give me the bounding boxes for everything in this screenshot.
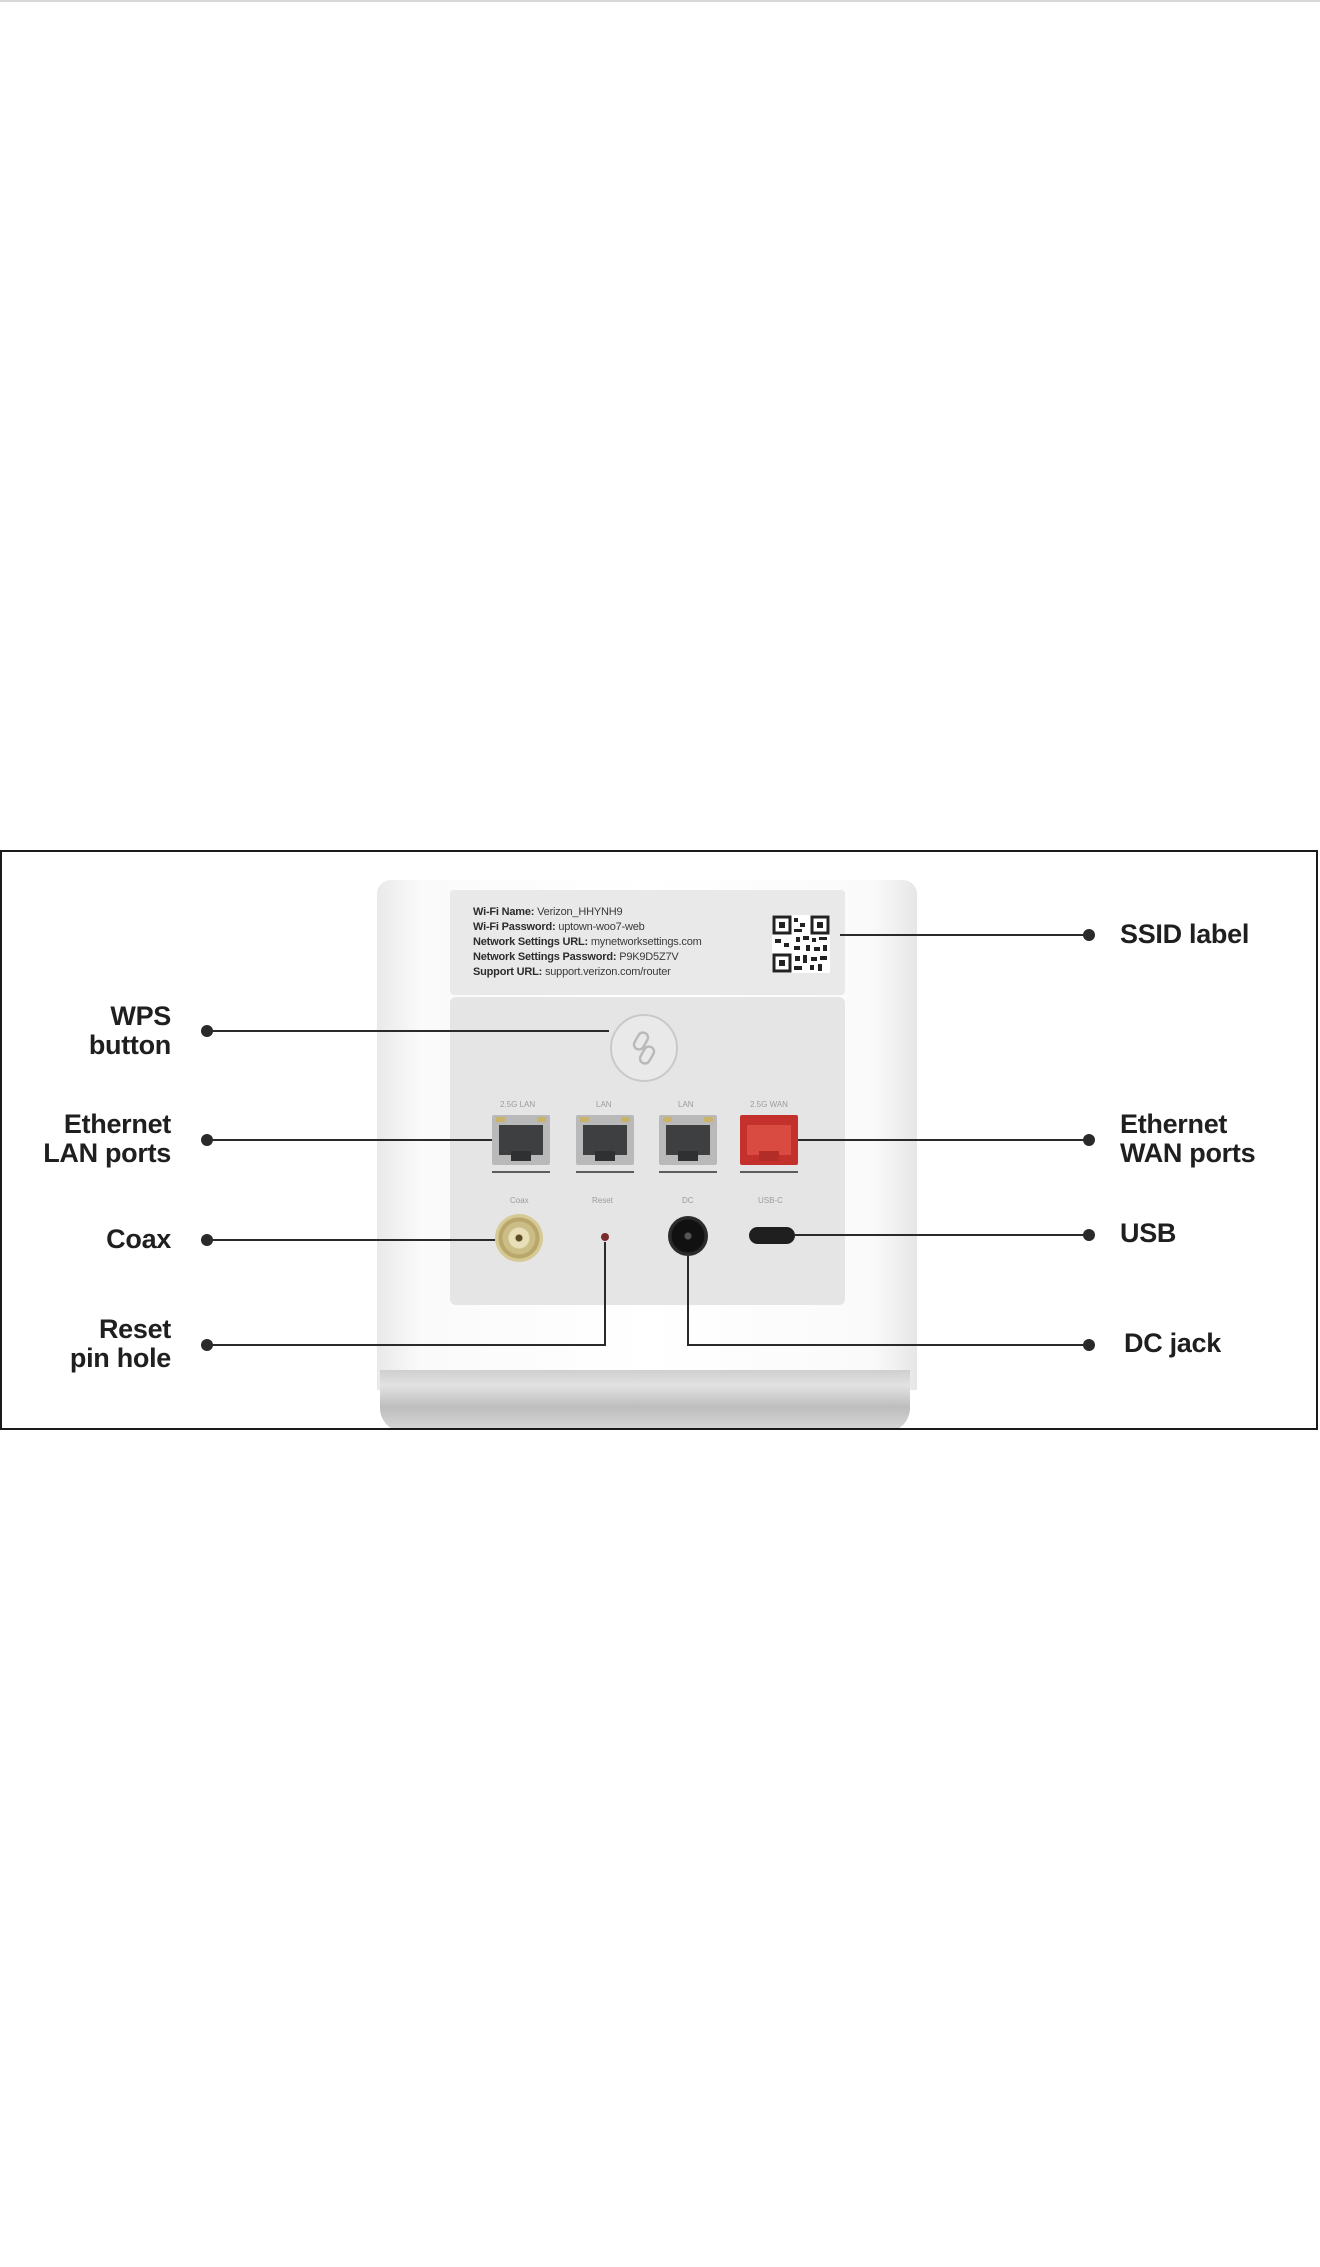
port-label-lan3: LAN <box>678 1100 694 1109</box>
top-divider <box>0 0 1320 2</box>
dot-coax <box>201 1234 213 1246</box>
leader-lines <box>201 929 1095 1351</box>
reset-pin-hole[interactable] <box>601 1233 609 1241</box>
usb-c-port[interactable] <box>749 1227 795 1244</box>
ethernet-wan-port[interactable] <box>740 1115 798 1165</box>
coax-connector[interactable] <box>495 1214 543 1262</box>
ssid-wifi-name: Wi-Fi Name: Verizon_HHYNH9 <box>473 906 623 918</box>
ethernet-lan-port-1[interactable] <box>492 1115 550 1165</box>
port-label-coax: Coax <box>510 1196 529 1205</box>
dc-jack[interactable] <box>668 1216 708 1256</box>
callout-coax: Coax <box>106 1224 171 1254</box>
port-label-dc: DC <box>682 1196 694 1205</box>
router-diagram: Wi-Fi Name: Verizon_HHYNH9 Wi-Fi Passwor… <box>0 850 1318 1430</box>
ssid-settings-url: Network Settings URL: mynetworksettings.… <box>473 936 702 948</box>
callout-ssid-label: SSID label <box>1120 919 1250 949</box>
lan-port-underline-2 <box>576 1171 634 1173</box>
port-label-usb: USB-C <box>758 1196 783 1205</box>
ethernet-lan-port-2[interactable] <box>576 1115 634 1165</box>
lan-port-underline-3 <box>659 1171 717 1173</box>
leader-reset <box>207 1242 606 1346</box>
dot-dc <box>1083 1339 1095 1351</box>
dot-ssid <box>1083 929 1095 941</box>
wan-port-underline <box>740 1171 798 1173</box>
link-icon <box>632 1031 656 1065</box>
callout-usb: USB <box>1120 1218 1177 1248</box>
port-label-reset: Reset <box>592 1196 613 1205</box>
callout-dc-jack: DC jack <box>1124 1328 1221 1358</box>
dot-lan <box>201 1134 213 1146</box>
port-label-wan: 2.5G WAN <box>750 1100 788 1109</box>
port-label-lan2: LAN <box>596 1100 612 1109</box>
ssid-support-url: Support URL: support.verizon.com/router <box>473 966 671 978</box>
dot-wps <box>201 1025 213 1037</box>
leader-dc <box>687 1256 1089 1346</box>
ethernet-lan-port-3[interactable] <box>659 1115 717 1165</box>
ssid-settings-password: Network Settings Password: P9K9D5Z7V <box>473 951 679 963</box>
port-label-lan1: 2.5G LAN <box>500 1100 536 1109</box>
router-base <box>380 1370 910 1428</box>
wps-button[interactable] <box>610 1014 678 1082</box>
dot-usb <box>1083 1229 1095 1241</box>
dot-wan <box>1083 1134 1095 1146</box>
lan-port-underline-1 <box>492 1171 550 1173</box>
dot-reset <box>201 1339 213 1351</box>
qr-code-icon <box>772 915 830 973</box>
ssid-wifi-password: Wi-Fi Password: uptown-woo7-web <box>473 921 645 933</box>
